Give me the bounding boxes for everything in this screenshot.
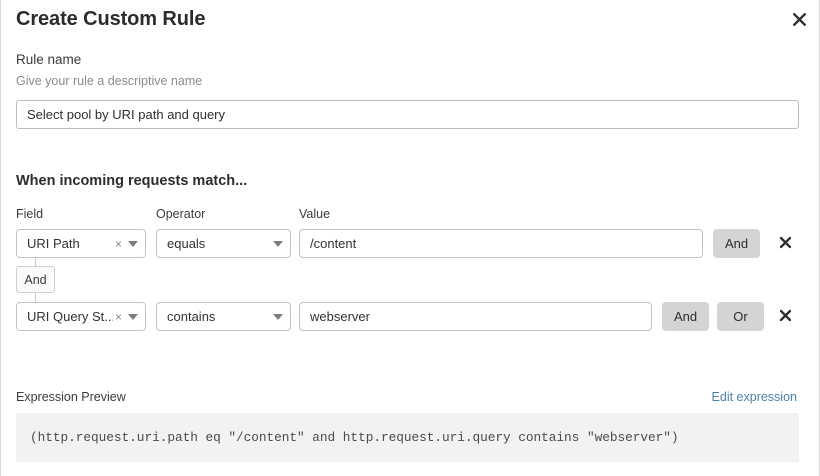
delete-condition-button-row-2[interactable] bbox=[775, 302, 795, 331]
rule-name-label: Rule name bbox=[16, 52, 82, 67]
chevron-down-icon-row-2-field bbox=[128, 313, 138, 320]
value-input-row-1[interactable] bbox=[299, 229, 703, 258]
delete-condition-button-row-1[interactable] bbox=[775, 229, 795, 258]
chevron-down-icon-row-1-field bbox=[128, 240, 138, 247]
conditions-heading: When incoming requests match... bbox=[16, 173, 248, 189]
rule-name-help-text: Give your rule a descriptive name bbox=[16, 74, 203, 88]
operator-select-value-row-2: contains bbox=[167, 309, 216, 324]
column-header-operator: Operator bbox=[156, 207, 206, 221]
and-button-row-2[interactable]: And bbox=[662, 302, 709, 331]
expression-preview-box: (http.request.uri.path eq "/content" and… bbox=[16, 413, 799, 462]
operator-select-row-2[interactable]: contains bbox=[156, 302, 291, 331]
field-select-row-2[interactable]: URI Query St... × bbox=[16, 302, 146, 331]
clear-field-icon-row-1[interactable]: × bbox=[114, 236, 122, 251]
close-icon bbox=[792, 12, 807, 27]
connector-line-top bbox=[35, 258, 36, 266]
connector-and-badge[interactable]: And bbox=[16, 266, 55, 293]
edit-expression-link[interactable]: Edit expression bbox=[711, 390, 797, 404]
and-button-row-1[interactable]: And bbox=[713, 229, 760, 258]
close-icon bbox=[779, 309, 792, 325]
expression-preview-label: Expression Preview bbox=[16, 390, 126, 404]
field-select-row-1[interactable]: URI Path × bbox=[16, 229, 146, 258]
close-dialog-button[interactable] bbox=[787, 7, 811, 31]
close-icon bbox=[779, 236, 792, 252]
operator-select-row-1[interactable]: equals bbox=[156, 229, 291, 258]
chevron-down-icon-row-2-operator bbox=[273, 313, 283, 320]
connector-line-bottom bbox=[35, 293, 36, 302]
chevron-down-icon-row-1-operator bbox=[273, 240, 283, 247]
column-header-value: Value bbox=[299, 207, 331, 221]
condition-row: URI Query St... × contains And Or bbox=[1, 302, 819, 331]
expression-preview-text: (http.request.uri.path eq "/content" and… bbox=[30, 430, 679, 445]
field-select-value-row-2: URI Query St... bbox=[27, 309, 113, 324]
dialog-title: Create Custom Rule bbox=[16, 8, 206, 30]
field-select-value-row-1: URI Path bbox=[27, 236, 80, 251]
value-input-row-2[interactable] bbox=[299, 302, 652, 331]
operator-select-value-row-1: equals bbox=[167, 236, 206, 251]
column-header-field: Field bbox=[16, 207, 44, 221]
condition-row: URI Path × equals And bbox=[1, 229, 819, 258]
clear-field-icon-row-2[interactable]: × bbox=[114, 309, 122, 324]
or-button-row-2[interactable]: Or bbox=[717, 302, 764, 331]
rule-name-input[interactable] bbox=[16, 100, 799, 129]
